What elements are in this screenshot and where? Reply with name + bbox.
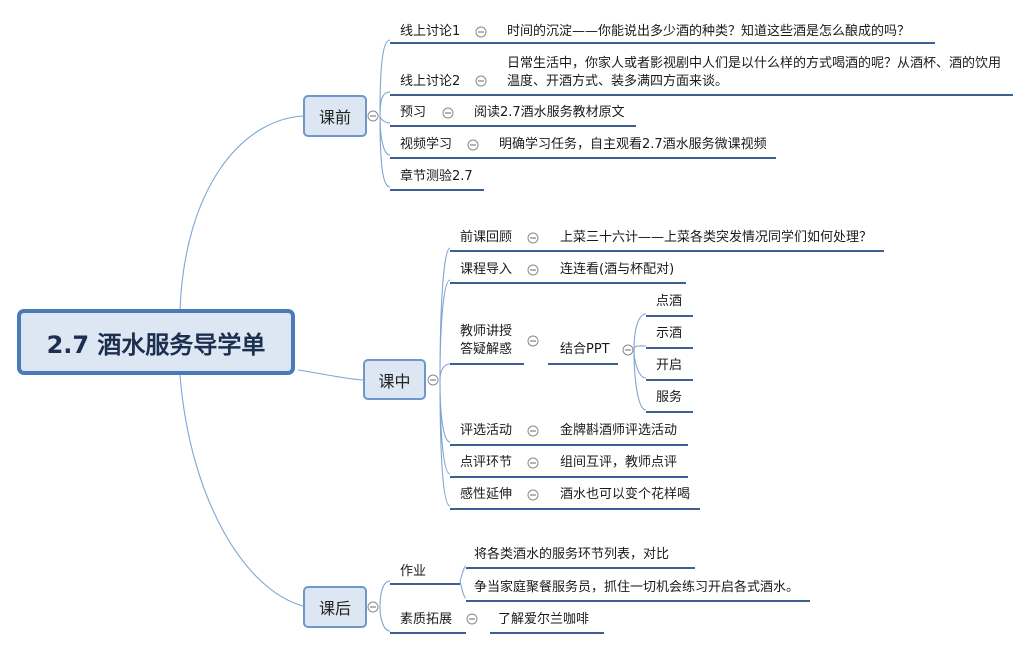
collapse-toggle[interactable] <box>622 344 634 356</box>
subtopic-course-intro[interactable]: 课程导入 <box>460 262 513 277</box>
collapse-toggle[interactable] <box>527 425 539 437</box>
collapse-toggle[interactable] <box>475 26 487 38</box>
collapse-toggle[interactable] <box>527 457 539 469</box>
collapse-toggle[interactable] <box>467 139 479 151</box>
root-topic[interactable]: 2.7 酒水服务导学单 <box>17 309 295 375</box>
collapse-toggle[interactable] <box>367 601 379 613</box>
collapse-toggle[interactable] <box>527 335 539 347</box>
detail-course-intro[interactable]: 连连看(酒与杯配对) <box>560 262 675 277</box>
detail-homework-1[interactable]: 将各类酒水的服务环节列表，对比 <box>474 547 670 562</box>
during-connector <box>439 247 451 507</box>
collapse-toggle[interactable] <box>475 75 487 87</box>
homework-connector <box>459 565 467 599</box>
subtopic-quality-expansion[interactable]: 素质拓展 <box>400 612 453 627</box>
detail-extension[interactable]: 酒水也可以变个花样喝 <box>560 487 691 502</box>
detail-selection-activity[interactable]: 金牌斟酒师评选活动 <box>560 423 678 438</box>
root-connector-after <box>179 374 304 607</box>
collapse-toggle[interactable] <box>527 489 539 501</box>
ppt-item-order-wine[interactable]: 点酒 <box>656 294 683 309</box>
detail-review[interactable]: 上菜三十六计——上菜各类突发情况同学们如何处理？ <box>560 230 873 245</box>
topic-in-class[interactable]: 课中 <box>363 359 426 400</box>
subtopic-selection-activity[interactable]: 评选活动 <box>460 423 513 438</box>
subtopic-online-discussion-1[interactable]: 线上讨论1 <box>400 24 461 39</box>
ppt-item-open[interactable]: 开启 <box>656 358 683 373</box>
subtopic-preview[interactable]: 预习 <box>400 105 427 120</box>
subtopic-review[interactable]: 前课回顾 <box>460 230 513 245</box>
detail-video-learning[interactable]: 明确学习任务，自主观看2.7酒水服务微课视频 <box>499 137 767 152</box>
subtopic-chapter-quiz[interactable]: 章节测验2.7 <box>400 169 473 184</box>
collapse-toggle[interactable] <box>527 264 539 276</box>
subtopic-extension[interactable]: 感性延伸 <box>460 487 513 502</box>
ppt-item-present-wine[interactable]: 示酒 <box>656 326 683 341</box>
detail-quality-expansion[interactable]: 了解爱尔兰咖啡 <box>498 612 590 627</box>
detail-online-discussion-2[interactable]: 日常生活中，你家人或者影视剧中人们是以什么样的方式喝酒的呢？从酒杯、酒的饮用温度… <box>507 56 1002 89</box>
collapse-toggle[interactable] <box>427 374 439 386</box>
root-connector-during <box>297 369 364 381</box>
topic-before-class[interactable]: 课前 <box>303 95 367 137</box>
collapse-toggle[interactable] <box>466 613 478 625</box>
subtopic-teacher-lecture[interactable]: 教师讲授 答疑解惑 <box>460 324 513 357</box>
after-connector <box>379 580 391 632</box>
collapse-toggle[interactable] <box>442 107 454 119</box>
collapse-toggle[interactable] <box>527 232 539 244</box>
detail-evaluation[interactable]: 组间互评，教师点评 <box>560 455 678 470</box>
before-connector <box>379 39 391 188</box>
subtopic-evaluation[interactable]: 点评环节 <box>460 455 513 470</box>
ppt-item-service[interactable]: 服务 <box>656 390 683 405</box>
subtopic-online-discussion-2[interactable]: 线上讨论2 <box>400 74 461 89</box>
collapse-toggle[interactable] <box>367 110 379 122</box>
ppt-connector <box>633 313 647 411</box>
detail-preview[interactable]: 阅读2.7酒水服务教材原文 <box>474 105 625 120</box>
topic-after-class[interactable]: 课后 <box>303 586 367 628</box>
subtopic-video-learning[interactable]: 视频学习 <box>400 137 453 152</box>
detail-homework-2[interactable]: 争当家庭聚餐服务员，抓住一切机会练习开启各式酒水。 <box>474 580 800 595</box>
detail-online-discussion-1[interactable]: 时间的沉淀——你能说出多少酒的种类？知道这些酒是怎么酿成的吗？ <box>507 24 911 39</box>
subtopic-homework[interactable]: 作业 <box>400 564 427 579</box>
detail-ppt[interactable]: 结合PPT <box>560 342 610 357</box>
root-connector-before <box>179 115 304 310</box>
